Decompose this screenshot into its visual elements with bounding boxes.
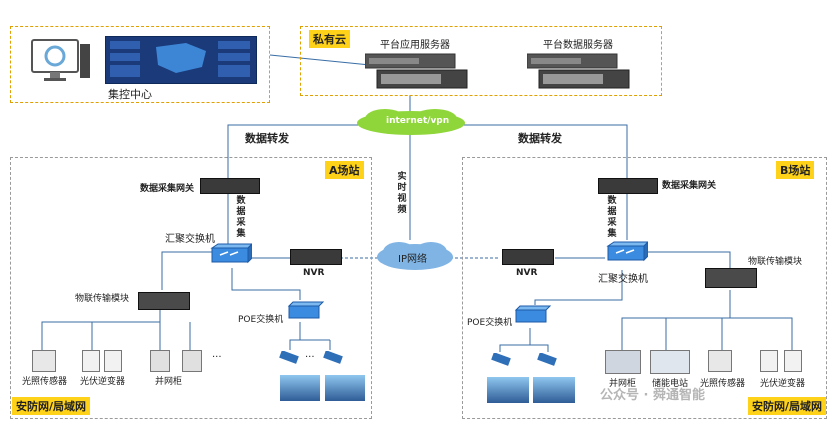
- site-b-gateway-label: 数据采集网关: [662, 181, 717, 191]
- site-a-grid-cabinet-icon: [150, 350, 170, 372]
- site-b-title: B场站: [776, 161, 815, 179]
- site-a-device-label: 光照传感器: [22, 377, 68, 387]
- site-b-nvr-label: NVR: [516, 268, 538, 278]
- control-center-box: [10, 26, 270, 103]
- site-a-agg-switch-label: 汇聚交换机: [165, 234, 215, 245]
- site-b-gateway-icon: [598, 178, 658, 194]
- realtime-video-label: 实时视频: [397, 172, 407, 215]
- site-a-inverter-icon: [104, 350, 122, 372]
- app-server-label: 平台应用服务器: [380, 40, 450, 51]
- site-a-poe-label: POE交换机: [238, 315, 284, 325]
- site-b-agg-switch-icon: [604, 240, 650, 272]
- site-b-network-label: 安防网/局域网: [748, 397, 827, 415]
- internet-cloud-label: internet/vpn: [386, 116, 450, 126]
- private-cloud-box: [300, 26, 662, 96]
- site-b-nvr-icon: [502, 249, 554, 265]
- site-a-title: A场站: [325, 161, 364, 179]
- site-a-device-ellipsis: ···: [212, 352, 222, 363]
- site-a-gateway-label: 数据采集网关: [140, 184, 195, 194]
- site-b-agg-switch-label: 汇聚交换机: [598, 274, 648, 285]
- private-cloud-title: 私有云: [309, 30, 350, 48]
- site-a-box: [10, 157, 372, 419]
- site-a-solar-panel-image: [280, 375, 320, 401]
- site-b-device-label: 光伏逆变器: [760, 379, 806, 389]
- site-a-device-label: 并网柜: [155, 377, 183, 387]
- site-a-camera-icon: [322, 350, 346, 369]
- site-a-data-collect-label: 数据采集: [236, 196, 246, 239]
- site-a-solar-panel-image: [325, 375, 365, 401]
- site-a-iot-icon: [138, 292, 190, 310]
- ip-cloud-icon: [375, 240, 455, 276]
- site-b-solar-panel-image: [487, 377, 529, 403]
- app-server-icon: [364, 50, 470, 98]
- site-b-grid-cabinet-icon: [605, 350, 641, 374]
- dashboard-screen: [105, 36, 257, 84]
- site-a-nvr-icon: [290, 249, 342, 265]
- site-a-nvr-label: NVR: [303, 268, 325, 278]
- watermark-text: 公众号 · 舜通智能: [600, 388, 705, 403]
- site-a-network-label: 安防网/局域网: [12, 397, 91, 415]
- site-b-camera-icon: [490, 352, 514, 371]
- site-a-camera-ellipsis: ···: [305, 352, 315, 363]
- site-b-device-label: 储能电站: [652, 379, 689, 389]
- site-a-iot-label: 物联传输模块: [75, 294, 130, 304]
- site-b-solar-panel-image: [533, 377, 575, 403]
- site-b-storage-station-icon: [650, 350, 690, 374]
- site-a-agg-switch-icon: [208, 242, 254, 274]
- site-b-inverter-icon: [760, 350, 778, 372]
- internet-cloud-icon: [355, 108, 467, 142]
- site-b-device-label: 并网柜: [609, 379, 637, 389]
- site-a-grid-cabinet-icon: [182, 350, 202, 372]
- site-a-camera-icon: [278, 350, 302, 369]
- site-b-camera-icon: [536, 352, 560, 371]
- site-b-device-label: 光照传感器: [700, 379, 746, 389]
- site-b-inverter-icon: [784, 350, 802, 372]
- site-a-gateway-icon: [200, 178, 260, 194]
- site-b-iot-label: 物联传输模块: [748, 257, 803, 267]
- data-forward-left: 数据转发: [245, 132, 289, 145]
- data-server-icon: [526, 50, 632, 98]
- data-forward-right: 数据转发: [518, 132, 562, 145]
- site-b-data-collect-label: 数据采集: [607, 196, 617, 239]
- site-b-poe-label: POE交换机: [467, 318, 513, 328]
- site-b-box: [462, 157, 827, 419]
- site-a-device-label: 光伏逆变器: [80, 377, 126, 387]
- data-server-label: 平台数据服务器: [543, 40, 613, 51]
- site-a-inverter-icon: [82, 350, 100, 372]
- site-a-poe-switch-icon: [285, 300, 325, 328]
- site-b-light-sensor-icon: [708, 350, 732, 372]
- monitor-icon: [30, 38, 90, 88]
- site-b-iot-icon: [705, 268, 757, 288]
- ip-cloud-label: IP网络: [398, 254, 427, 265]
- site-a-light-sensor-icon: [32, 350, 56, 372]
- control-center-label: 集控中心: [108, 88, 152, 101]
- site-b-poe-switch-icon: [512, 304, 552, 332]
